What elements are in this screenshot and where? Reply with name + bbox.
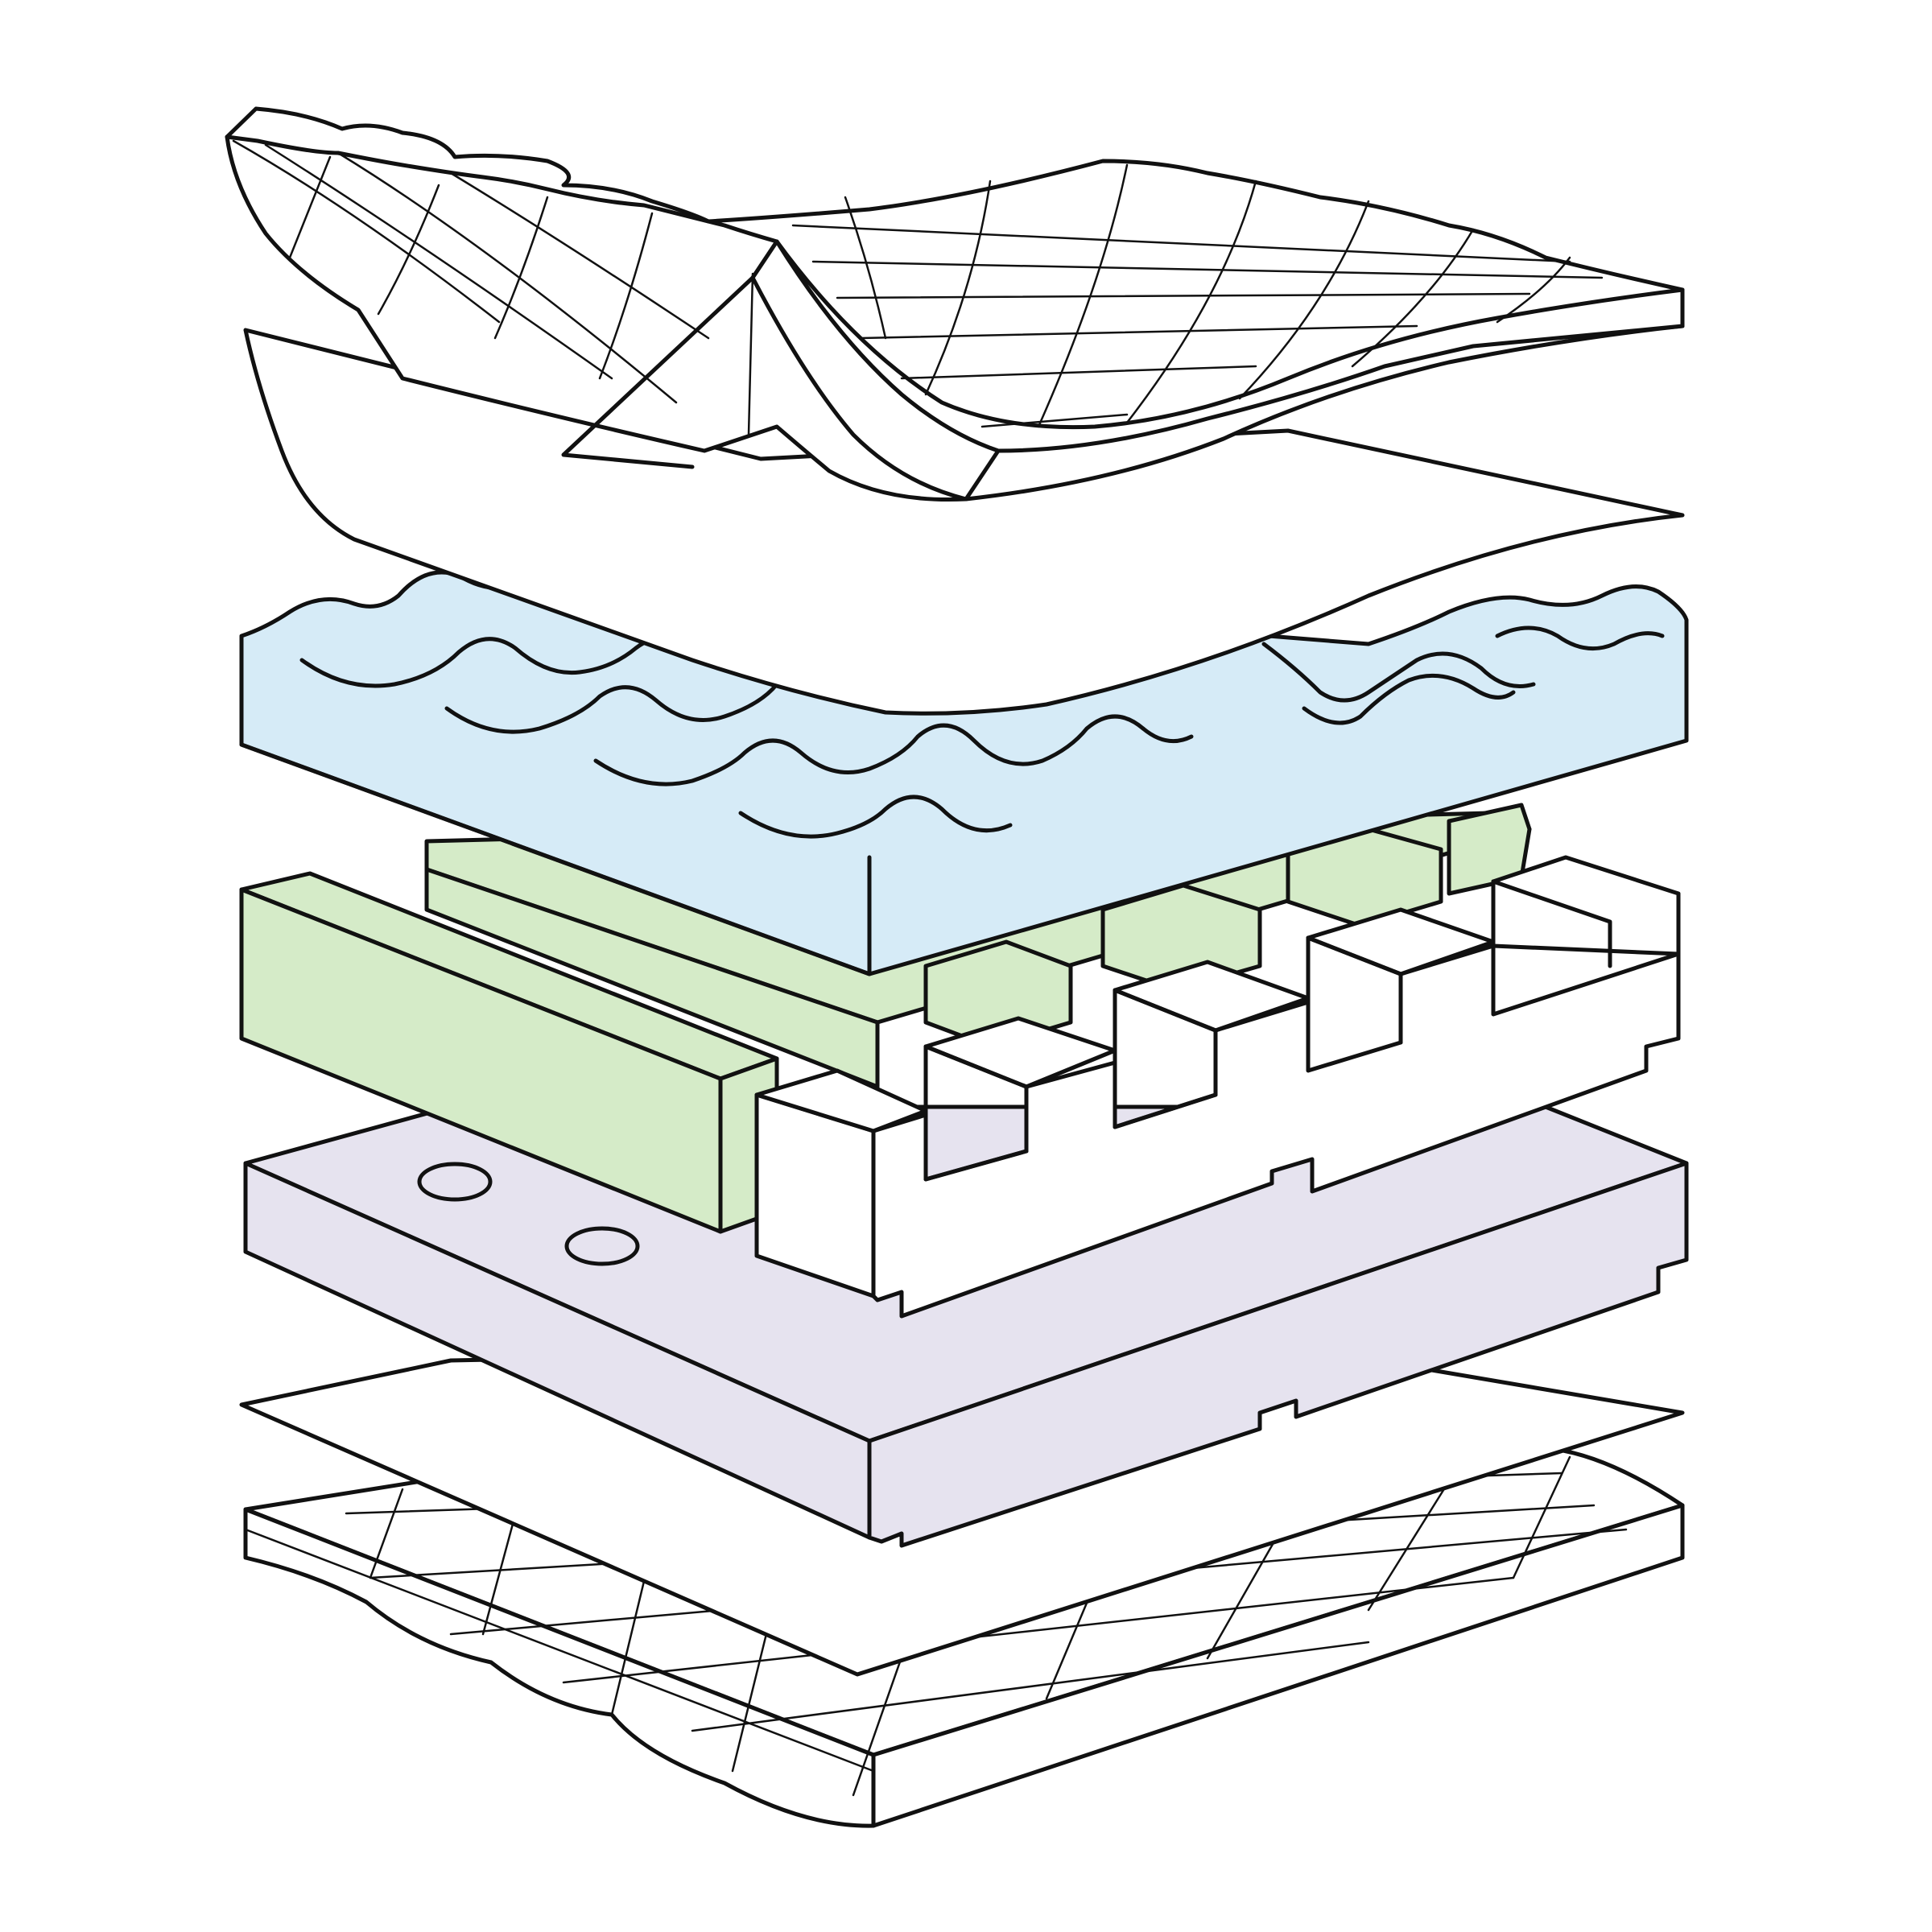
top-cover-quilt-grid-left [232,139,754,436]
base-foam-hole-1 [417,1162,493,1202]
base-foam-hole-2 [564,1226,640,1266]
top-cover-quilt-grid-right [791,163,1604,428]
top-cover-surface [225,106,1685,502]
base-foam-right-side [867,1161,1689,1548]
quilted-top-cover [225,106,1685,502]
bottom-cover-left-side [243,1507,876,1828]
core-white-block [754,855,1681,1319]
core-white-right-face [871,943,1681,1319]
top-cover-front-flap [750,239,1001,502]
